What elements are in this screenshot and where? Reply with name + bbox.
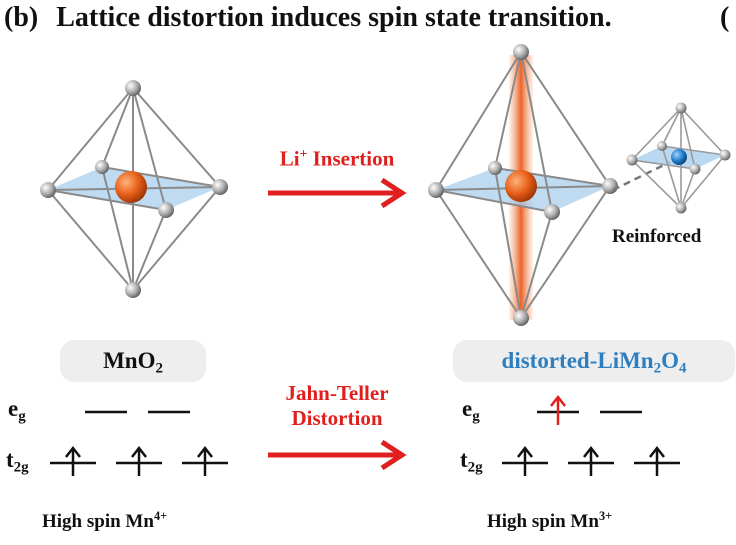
oxygen-atom [212, 179, 228, 195]
caption-charge: 4+ [153, 509, 168, 523]
manganese-atom [115, 171, 147, 203]
panel-tag: (b) [4, 2, 39, 33]
oxygen-atom [125, 80, 141, 96]
oxygen-atom [488, 161, 502, 175]
distortion-arrow [268, 439, 407, 471]
manganese-atom [505, 170, 537, 202]
caption-text: High spin Mn [487, 510, 599, 532]
spin-up-arrow-icon [649, 445, 665, 476]
octahedron-edges-left [47, 87, 221, 291]
oxygen-atom [689, 163, 701, 175]
distortion-label-line1: Jahn-Teller [285, 381, 389, 405]
right-eg-label: eg [462, 396, 480, 426]
spin-up-arrow-icon [131, 445, 147, 476]
next-panel-tag-clipped: ( [720, 2, 730, 33]
oxygen-atom [428, 182, 444, 198]
left-eg-label: eg [8, 396, 26, 426]
spin-up-arrow-icon [197, 445, 213, 476]
insertion-arrow [268, 177, 407, 209]
compound-subscript: 2 [155, 360, 163, 377]
oxygen-atom [602, 178, 618, 194]
left-t2g-label: t2g [6, 447, 29, 477]
oxygen-atom [40, 182, 56, 198]
oxygen-atom [513, 310, 529, 326]
mno2-compound-label: MnO2 [60, 340, 206, 382]
oxygen-atom [95, 160, 109, 174]
right-spin-electrons [517, 445, 665, 476]
compound-subscript: 2 [653, 360, 662, 377]
compound-text: MnO [103, 348, 156, 373]
inset-label: Reinforced [612, 226, 702, 247]
octahedron-edges-right [435, 51, 611, 319]
li-symbol: Li [279, 146, 300, 171]
reinforced-octahedron-inset [626, 102, 731, 214]
insertion-text: Insertion [307, 146, 395, 171]
caption-text: High spin Mn [42, 510, 154, 532]
oxygen-atom [657, 141, 667, 151]
oxygen-atom [544, 204, 560, 220]
compound-subscript: 4 [678, 360, 687, 377]
left-spin-electrons [65, 445, 213, 476]
limn2o4-compound-label: distorted-LiMn2O4 [453, 340, 735, 382]
li-charge: + [299, 146, 308, 161]
spin-up-arrow-icon [583, 445, 599, 476]
panel-title: (b) Lattice distortion induces spin state… [4, 2, 612, 34]
distortion-label: Jahn-Teller Distortion [262, 381, 412, 431]
oxygen-atom [675, 102, 687, 114]
right-t2g-label: t2g [460, 447, 483, 477]
oxygen-atom [125, 282, 141, 298]
eg-sub: g [472, 408, 480, 425]
oxygen-atom [626, 154, 638, 166]
left-spin-caption: High spin Mn4+ [42, 509, 167, 533]
eg-spin-up-arrow-icon [550, 394, 566, 425]
t2g-sub: 2g [467, 459, 483, 476]
mno2-octahedron [40, 80, 228, 298]
eg-main: e [8, 396, 19, 421]
t2g-main: t [6, 447, 14, 472]
oxygen-atom [158, 202, 174, 218]
spin-up-arrow-icon [65, 445, 81, 476]
inset-connector [612, 160, 671, 192]
compound-text: O [661, 348, 679, 373]
oxygen-atom [675, 202, 687, 214]
distortion-label-line2: Distortion [291, 406, 383, 430]
right-spin-caption: High spin Mn3+ [487, 509, 612, 533]
eg-sub: g [18, 408, 26, 425]
eg-main: e [462, 396, 473, 421]
lithium-atom [671, 149, 687, 165]
t2g-main: t [460, 447, 468, 472]
limn2o4-distorted-octahedron [428, 44, 618, 326]
insertion-label: Li+ Insertion [262, 146, 412, 172]
oxygen-atom [513, 44, 529, 60]
spin-up-arrow-icon [517, 445, 533, 476]
t2g-sub: 2g [13, 459, 29, 476]
panel-title-text: Lattice distortion induces spin state tr… [56, 2, 612, 33]
caption-charge: 3+ [598, 509, 613, 523]
oxygen-atom [719, 149, 731, 161]
compound-text: distorted-LiMn [501, 348, 654, 373]
